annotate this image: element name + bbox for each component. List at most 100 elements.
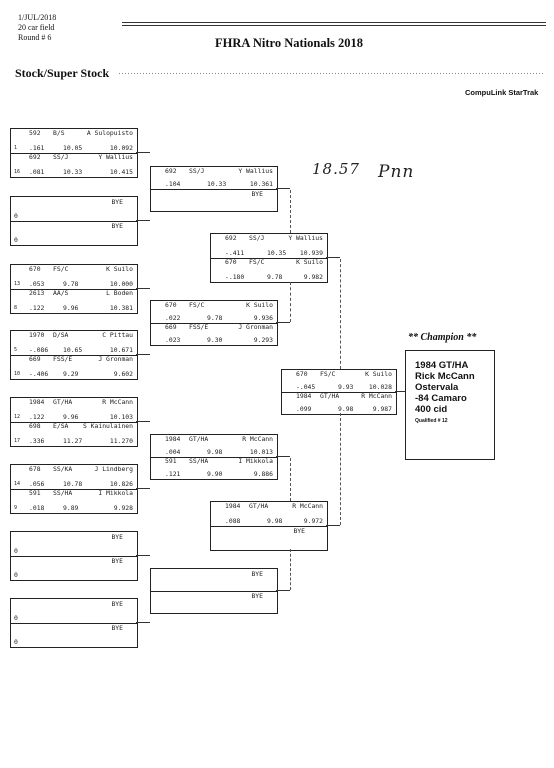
bye-label: BYE bbox=[111, 557, 123, 565]
lane-number: 14 bbox=[14, 481, 21, 487]
dial-in: 10.33 bbox=[207, 180, 227, 188]
car-class: FS/C bbox=[53, 265, 69, 273]
dial-in: 10.65 bbox=[63, 346, 83, 354]
reaction-time: -.180 bbox=[225, 273, 245, 281]
car-number: 692 bbox=[165, 167, 177, 175]
elapsed-time: 10.361 bbox=[249, 180, 273, 188]
elapsed-time: 10.671 bbox=[109, 346, 133, 354]
bracket-connector bbox=[136, 421, 150, 422]
champion-label: ** Champion ** bbox=[408, 332, 477, 343]
driver-name: A Sulopuisto bbox=[86, 129, 133, 137]
car-number: 591 bbox=[165, 457, 177, 465]
race-date: 1/JUL/2018 bbox=[18, 13, 57, 22]
dial-in: 10.78 bbox=[63, 480, 83, 488]
elapsed-time: 9.972 bbox=[303, 517, 323, 525]
handwritten-signature: Pnn bbox=[378, 162, 415, 182]
car-class: GT/HA bbox=[249, 502, 269, 510]
reaction-time: .122 bbox=[29, 304, 45, 312]
elapsed-time: 9.602 bbox=[113, 370, 133, 378]
dial-in: 10.05 bbox=[63, 144, 83, 152]
dial-in: 9.29 bbox=[63, 370, 79, 378]
car-class: GT/HA bbox=[189, 435, 209, 443]
car-number: 592 bbox=[29, 129, 41, 137]
driver-name: K Suilo bbox=[365, 370, 392, 378]
lane-number: 10 bbox=[14, 371, 21, 377]
timing-system: CompuLink StarTrak bbox=[465, 88, 539, 97]
elapsed-time: 9.936 bbox=[253, 314, 273, 322]
elapsed-time: 10.826 bbox=[109, 480, 133, 488]
lane-number: 9 bbox=[14, 505, 18, 511]
event-title: FHRA Nitro Nationals 2018 bbox=[215, 36, 364, 50]
lane-number: 0 bbox=[14, 236, 18, 244]
reaction-time: .336 bbox=[29, 437, 45, 445]
driver-name: Y Wallius bbox=[98, 153, 133, 161]
car-number: 670 bbox=[296, 370, 308, 378]
header-rule bbox=[122, 22, 546, 23]
reaction-time: .018 bbox=[29, 504, 45, 512]
car-class: D/SA bbox=[53, 331, 69, 339]
round-number: Round # 6 bbox=[18, 33, 52, 42]
bye-label: BYE bbox=[251, 592, 263, 600]
dial-in: 9.89 bbox=[63, 504, 79, 512]
reaction-time: -.406 bbox=[29, 370, 49, 378]
car-number: 1984 bbox=[165, 435, 181, 443]
car-class: GT/HA bbox=[320, 392, 340, 400]
lane-number: 0 bbox=[14, 571, 18, 579]
elapsed-time: 10.939 bbox=[299, 249, 323, 257]
bye-label: BYE bbox=[111, 600, 123, 608]
dial-in: 9.96 bbox=[63, 304, 79, 312]
driver-name: K Suilo bbox=[106, 265, 133, 273]
bye-label: BYE bbox=[111, 198, 123, 206]
car-class: SS/KA bbox=[53, 465, 73, 473]
bracket-connector bbox=[340, 413, 341, 525]
car-number: 678 bbox=[29, 465, 41, 473]
elapsed-time: 10.092 bbox=[109, 144, 133, 152]
bracket-connector bbox=[136, 354, 150, 355]
car-class: SS/HA bbox=[53, 489, 73, 497]
reaction-time: -.045 bbox=[296, 383, 316, 391]
car-number: 1970 bbox=[29, 331, 45, 339]
dial-in: 9.78 bbox=[267, 273, 283, 281]
driver-name: J Gronman bbox=[98, 355, 133, 363]
driver-name: K Suilo bbox=[246, 301, 273, 309]
elapsed-time: 9.293 bbox=[253, 336, 273, 344]
car-class: FSS/E bbox=[189, 323, 209, 331]
car-class: SS/J bbox=[249, 234, 265, 242]
class-title: Stock/Super Stock bbox=[15, 66, 110, 80]
lane-number: 13 bbox=[14, 281, 21, 287]
reaction-time: .161 bbox=[29, 144, 45, 152]
dial-in: 9.93 bbox=[338, 383, 354, 391]
dial-in: 9.78 bbox=[207, 314, 223, 322]
driver-name: R McCann bbox=[292, 502, 323, 510]
car-number: 692 bbox=[225, 234, 237, 242]
entry-top: BYE bbox=[151, 569, 277, 592]
reaction-time: .122 bbox=[29, 413, 45, 421]
car-class: AA/S bbox=[53, 289, 69, 297]
elapsed-time: 9.886 bbox=[253, 470, 273, 478]
car-class: B/S bbox=[53, 129, 65, 137]
reaction-time: .121 bbox=[165, 470, 181, 478]
driver-name: R McCann bbox=[361, 392, 392, 400]
reaction-time: -.086 bbox=[29, 346, 49, 354]
champion-car: 1984 GT/HA bbox=[415, 360, 469, 371]
